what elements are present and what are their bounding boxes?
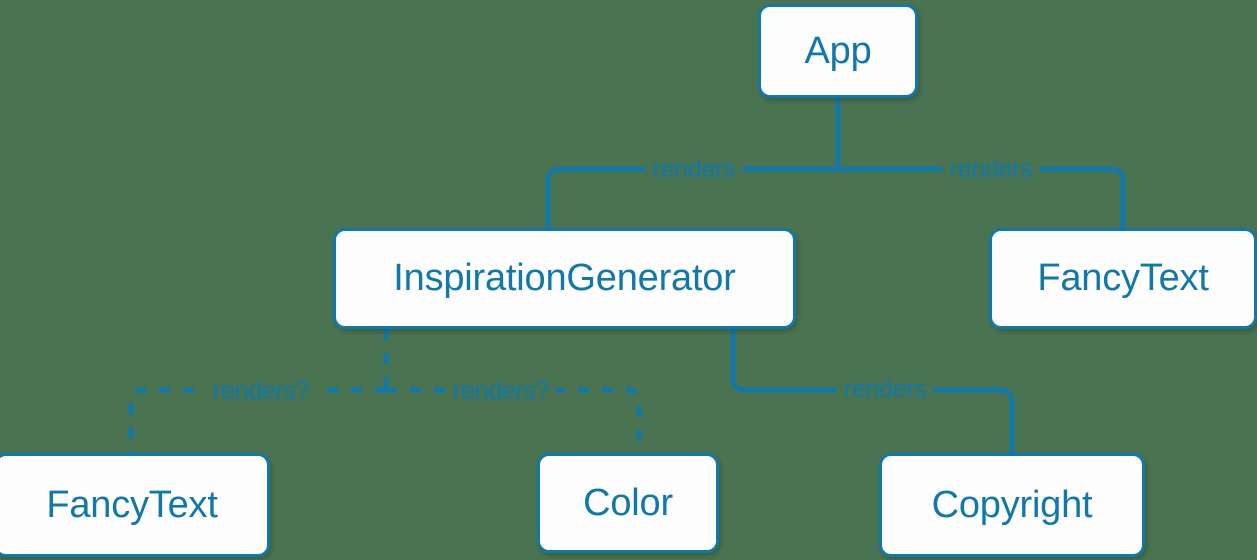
node-copyright-label: Copyright <box>931 483 1093 526</box>
edge-inspiration-to-fancytext <box>128 387 386 453</box>
edge-label-inspiration-to-copyright: renders <box>836 377 934 402</box>
edge-app-to-fancytext-right <box>838 166 1126 228</box>
node-app-label: App <box>804 29 872 72</box>
edge-label-app-to-fancytext-right: renders <box>942 157 1040 182</box>
edge-label-inspiration-to-fancytext: renders? <box>205 379 317 404</box>
node-copyright[interactable]: Copyright <box>879 453 1145 557</box>
edge-app-to-inspiration-generator <box>545 166 838 228</box>
node-inspiration-generator[interactable]: InspirationGenerator <box>333 228 796 329</box>
node-fancytext-bottom[interactable]: FancyText <box>0 453 270 557</box>
edge-label-app-to-inspiration-generator: renders <box>645 157 743 182</box>
node-color-label: Color <box>583 481 673 524</box>
node-fancytext-bottom-label: FancyText <box>46 483 218 526</box>
edge-label-inspiration-to-color: renders? <box>445 379 557 404</box>
node-fancytext-right-label: FancyText <box>1037 257 1209 299</box>
node-fancytext-right[interactable]: FancyText <box>989 228 1257 329</box>
edge-inspiration-to-color <box>386 387 642 453</box>
node-app[interactable]: App <box>758 4 918 98</box>
node-color[interactable]: Color <box>537 453 719 553</box>
node-inspiration-generator-label: InspirationGenerator <box>393 257 736 299</box>
